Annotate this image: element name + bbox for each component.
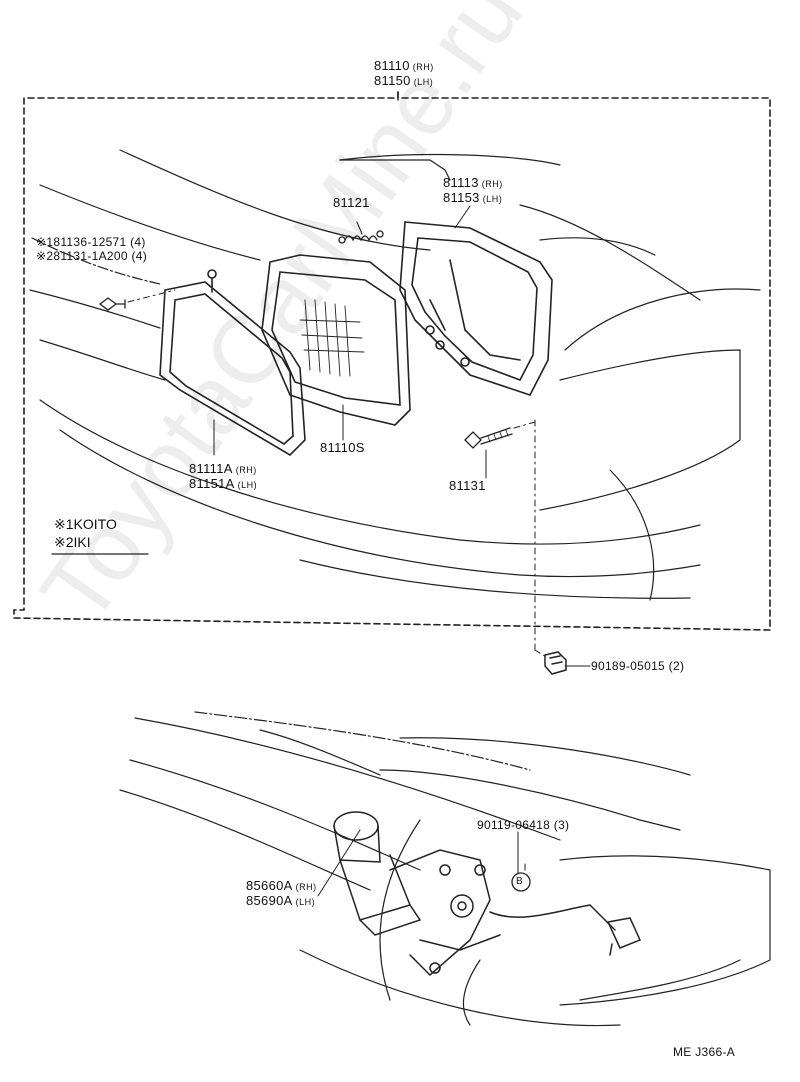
label-ring: 81111A(RH) 81151A(LH) bbox=[189, 461, 258, 491]
legend-koito: ※1KOITO bbox=[54, 516, 117, 532]
legend-iki: ※2IKI bbox=[54, 534, 91, 550]
label-assembly: 81110(RH) 81150(LH) bbox=[374, 58, 434, 88]
assembly-boundary bbox=[13, 91, 771, 631]
legend: ※1KOITO ※2IKI bbox=[54, 515, 117, 551]
headlamp-rim bbox=[399, 221, 553, 396]
label-spring: 81121 bbox=[333, 195, 370, 210]
sealed-beam-lamp bbox=[261, 254, 411, 426]
diagram-code: ME J366-A bbox=[673, 1045, 736, 1059]
dashed-leaders bbox=[127, 289, 549, 871]
label-bulb: 81110S bbox=[320, 440, 365, 455]
ref-b-circle bbox=[511, 872, 531, 892]
label-nut: 90189-05015 (2) bbox=[591, 659, 685, 673]
fender-contours-lower bbox=[119, 711, 771, 1027]
retractor-motor bbox=[333, 811, 642, 977]
label-screws: ※181136-12571 (4) ※281131-1A200 (4) bbox=[36, 235, 148, 263]
label-ref-b: B bbox=[516, 876, 523, 887]
label-adjust-screw: 81131 bbox=[449, 478, 486, 493]
screws bbox=[98, 230, 513, 449]
label-rim: 81113(RH) 81153(LH) bbox=[443, 175, 503, 205]
fender-contours-upper bbox=[29, 149, 761, 601]
leader-lines bbox=[213, 205, 591, 897]
nut bbox=[544, 651, 567, 675]
retaining-ring bbox=[159, 269, 306, 457]
label-motor: 85660A(RH) 85690A(LH) bbox=[246, 878, 317, 908]
label-bolt: 90119-06418 (3) bbox=[477, 818, 570, 832]
